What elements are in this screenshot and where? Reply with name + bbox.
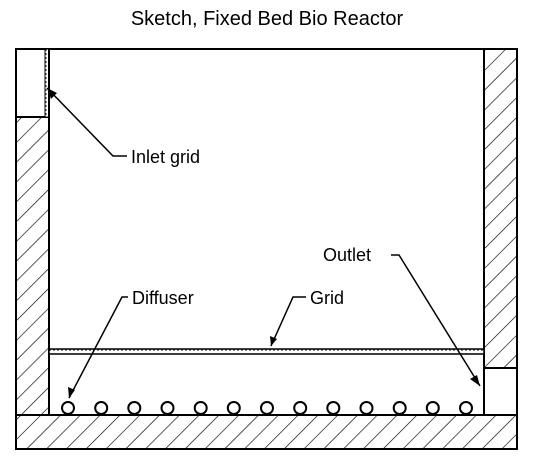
diffuser-leader — [68, 296, 128, 399]
outlet-leader — [391, 254, 481, 387]
bottom-wall — [15, 414, 518, 450]
inlet-grid-arrowhead — [47, 88, 57, 99]
inlet-grid-leader — [46, 87, 127, 157]
diffuser-6 — [226, 401, 241, 415]
diffuser-label: Diffuser — [132, 288, 194, 308]
outlet-arrowhead — [470, 375, 480, 386]
grid-bar — [48, 348, 485, 355]
right-wall — [483, 48, 518, 369]
diffuser-3 — [127, 401, 142, 415]
diffuser-9 — [326, 401, 341, 415]
diffuser-5 — [193, 401, 208, 415]
reactor-chamber — [48, 48, 485, 416]
diffuser-8 — [293, 401, 308, 415]
diffuser-2 — [94, 401, 109, 415]
diffuser-13 — [459, 401, 473, 415]
grid-leader — [270, 296, 306, 347]
diffuser-12 — [425, 401, 440, 415]
diffuser-7 — [260, 401, 274, 415]
outlet-label: Outlet — [323, 245, 371, 265]
grid-label: Grid — [310, 288, 344, 308]
diffuser-10 — [359, 401, 374, 415]
diffuser-row — [61, 401, 473, 415]
inlet-grid-strip — [15, 48, 50, 118]
diffuser-arrowhead — [68, 387, 75, 398]
diffuser-4 — [160, 401, 175, 415]
left-wall — [15, 116, 50, 416]
diagram-title: Sketch, Fixed Bed Bio Reactor — [130, 8, 404, 30]
outlet-opening — [483, 367, 518, 416]
inlet-grid-label: Inlet grid — [131, 147, 200, 167]
diffuser-11 — [392, 401, 407, 415]
grid-arrowhead — [270, 336, 277, 346]
diffuser-1 — [61, 401, 75, 415]
